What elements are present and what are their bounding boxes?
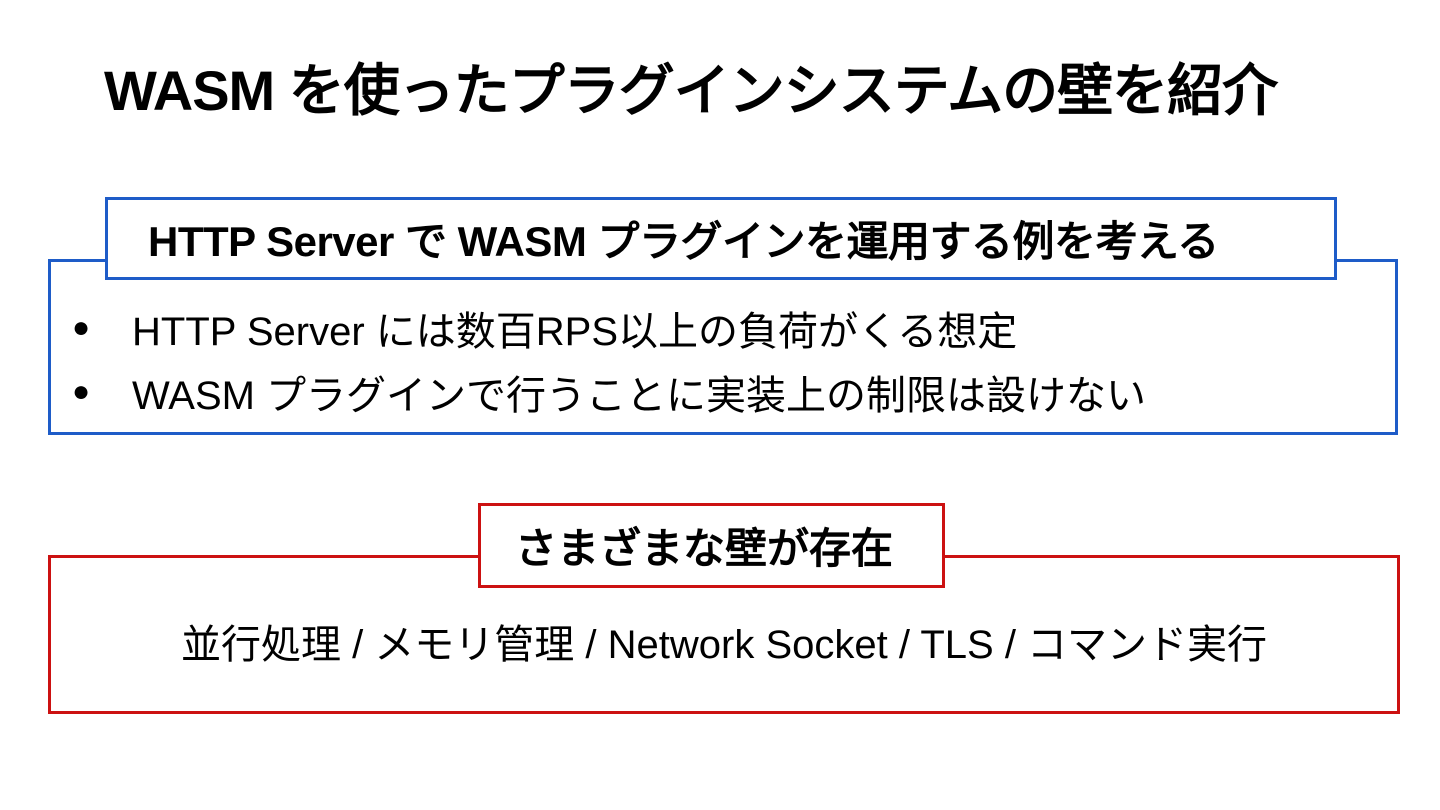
bullet-icon: ● bbox=[72, 375, 91, 408]
list-item: ● WASM プラグインで行うことに実装上の制限は設けない bbox=[72, 360, 1146, 424]
list-item: ● HTTP Server には数百RPS以上の負荷がくる想定 bbox=[72, 296, 1146, 360]
bullet-icon: ● bbox=[72, 311, 91, 344]
bullet-text: HTTP Server には数百RPS以上の負荷がくる想定 bbox=[132, 310, 1018, 354]
scenario-bullet-list: ● HTTP Server には数百RPS以上の負荷がくる想定 ● WASM プ… bbox=[72, 296, 1146, 424]
section-walls-heading: さまざまな壁が存在 bbox=[478, 503, 945, 588]
slide-title: WASM を使ったプラグインシステムの壁を紹介 bbox=[104, 59, 1278, 122]
walls-list-text: 並行処理 / メモリ管理 / Network Socket / TLS / コマ… bbox=[180, 623, 1268, 667]
section-scenario-heading: HTTP Server で WASM プラグインを運用する例を考える bbox=[105, 197, 1337, 280]
bullet-text: WASM プラグインで行うことに実装上の制限は設けない bbox=[132, 374, 1147, 418]
